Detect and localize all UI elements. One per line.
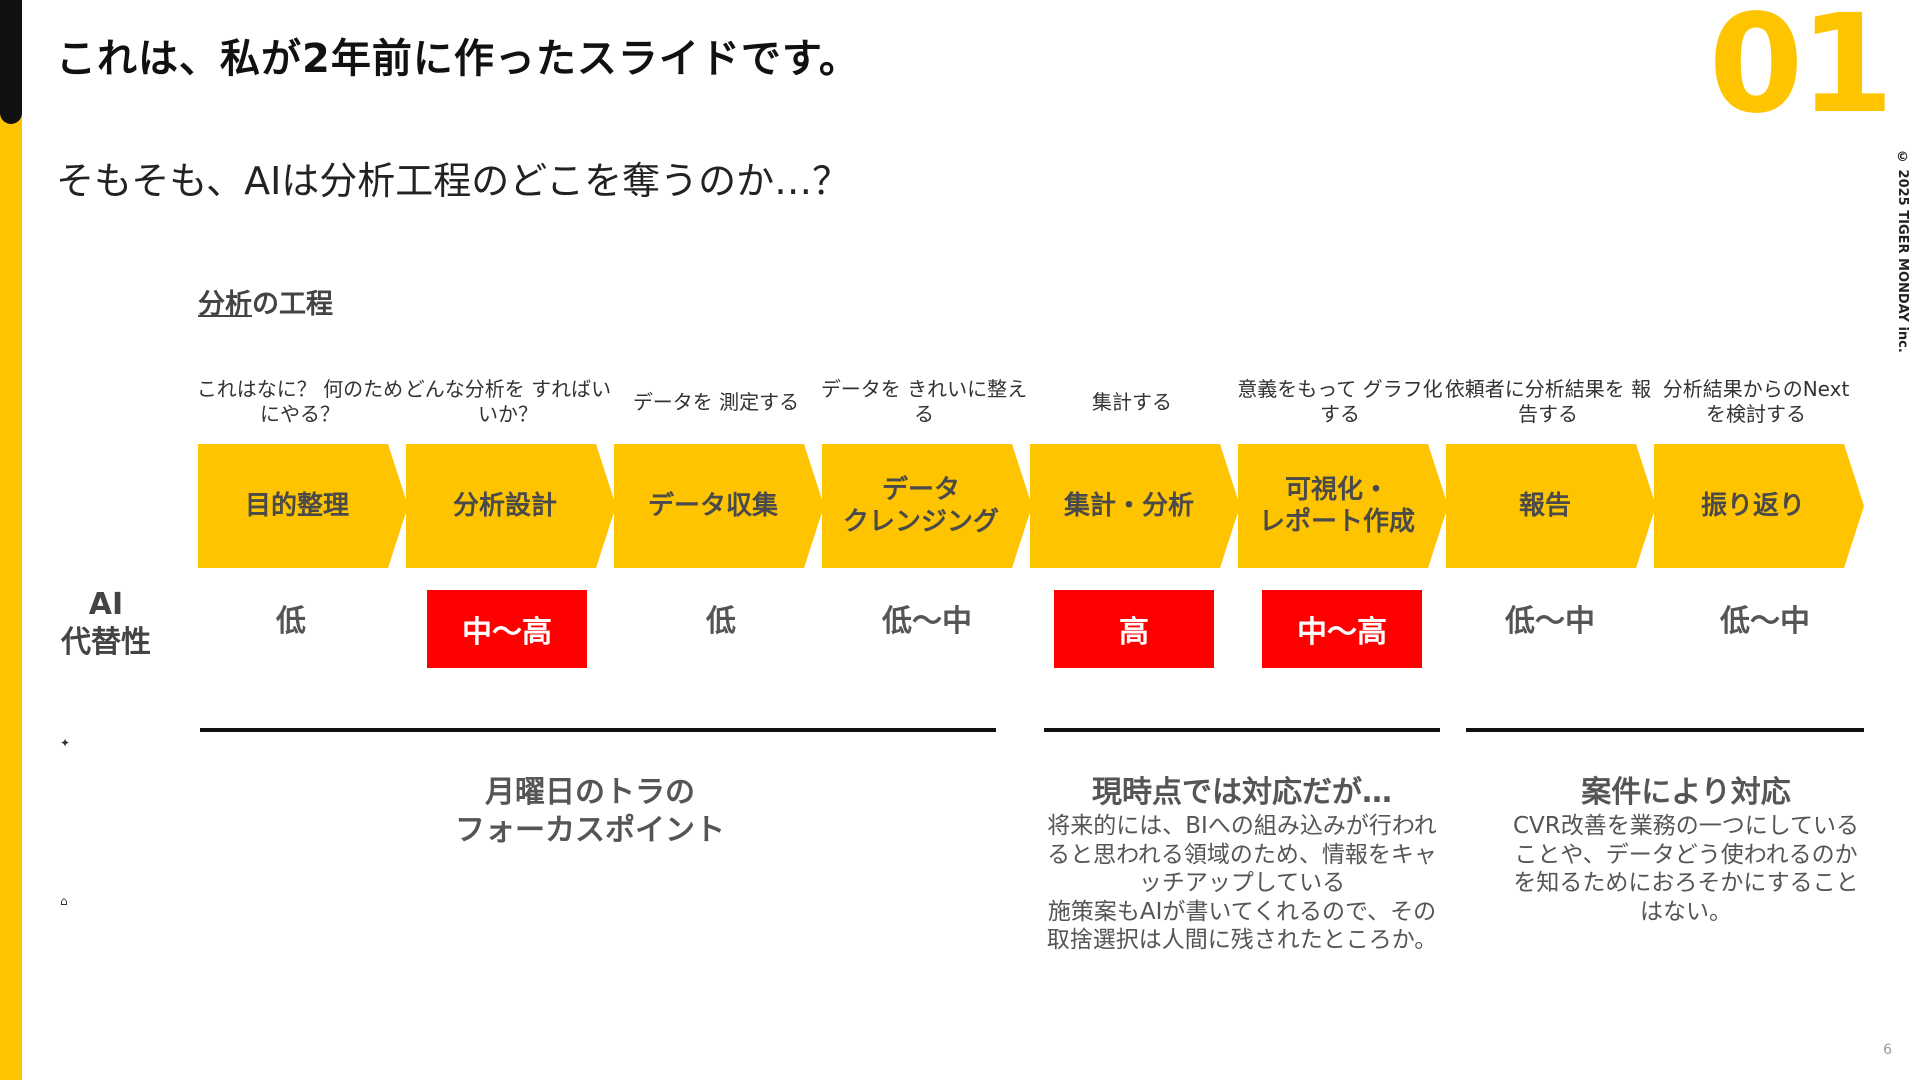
slide-title: これは、私が2年前に作ったスライドです。: [56, 36, 860, 82]
ai-level: 低: [276, 604, 306, 639]
step-description: 分析結果からのNext を検討する: [1662, 377, 1850, 426]
slide-subtitle: そもそも、AIは分析工程のどこを奪うのか…？: [56, 159, 851, 203]
group-rule-focus: [200, 728, 996, 732]
process-title-underlined: 分析: [198, 289, 252, 320]
ai-level: 低: [706, 604, 736, 639]
process-step-cleansing: データ クレンジング: [822, 444, 1032, 568]
ai-level-highlight: 中～高: [1262, 590, 1422, 668]
ai-level-highlight: 中～高: [427, 590, 587, 668]
group-heading-focus: 月曜日のトラの フォーカスポイント: [455, 775, 725, 848]
process-title: 分析の工程: [198, 282, 333, 321]
ai-level: 低～中: [1505, 604, 1595, 639]
group-heading-case: 案件により対応: [1581, 775, 1791, 810]
slide-number: 01: [1708, 0, 1894, 144]
step-label: 可視化・ レポート作成: [1258, 475, 1415, 537]
step-label: データ クレンジング: [842, 475, 999, 537]
step-description: 意義をもって グラフ化する: [1237, 377, 1443, 426]
group-rule-current: [1044, 728, 1440, 732]
step-description: データを きれいに整える: [820, 377, 1028, 426]
copyright-notice: © 2025 TIGER MONDAY inc.: [1895, 150, 1910, 353]
stand-icon: ⌂: [60, 894, 68, 908]
left-accent-cap: [0, 0, 22, 124]
group-body-current: 将来的には、BIへの組み込みが行われ ると思われる領域のため、情報をキャ ッチア…: [1046, 813, 1438, 953]
group-heading-current: 現時点では対応だが…: [1092, 775, 1392, 810]
group-body-case: CVR改善を業務の一つにしている ことや、データどう使われるのか を知るためにお…: [1512, 813, 1860, 925]
group-rule-case: [1466, 728, 1864, 732]
step-label: 報告: [1518, 491, 1571, 521]
step-label: 目的整理: [244, 491, 349, 521]
ai-level: 低～中: [1720, 604, 1810, 639]
fish-icon: ✦: [60, 736, 71, 750]
process-step-aggregation: 集計・分析: [1030, 444, 1240, 568]
process-step-report: 報告: [1446, 444, 1656, 568]
step-description: データを 測定する: [632, 389, 800, 414]
process-step-collection: データ収集: [614, 444, 824, 568]
page-number: 6: [1883, 1042, 1892, 1058]
step-description: 集計する: [1092, 389, 1172, 414]
process-step-visualization: 可視化・ レポート作成: [1238, 444, 1448, 568]
step-description: どんな分析を すればいいか？: [404, 377, 612, 426]
process-step-review: 振り返り: [1654, 444, 1864, 568]
process-step-design: 分析設計: [406, 444, 616, 568]
step-label: データ収集: [647, 491, 778, 521]
ai-level: 低～中: [882, 604, 972, 639]
ai-replaceability-label: AI 代替性: [61, 587, 151, 660]
left-accent-bar: [0, 0, 22, 1080]
step-label: 分析設計: [452, 491, 557, 521]
step-description: これはなに？ 何のためにやる？: [196, 377, 404, 426]
process-title-rest: の工程: [252, 289, 333, 320]
step-label: 振り返り: [1700, 491, 1805, 521]
step-label: 集計・分析: [1063, 491, 1194, 521]
process-step-purpose: 目的整理: [198, 444, 408, 568]
ai-level-highlight: 高: [1054, 590, 1214, 668]
step-description: 依頼者に分析結果を 報告する: [1444, 377, 1652, 426]
